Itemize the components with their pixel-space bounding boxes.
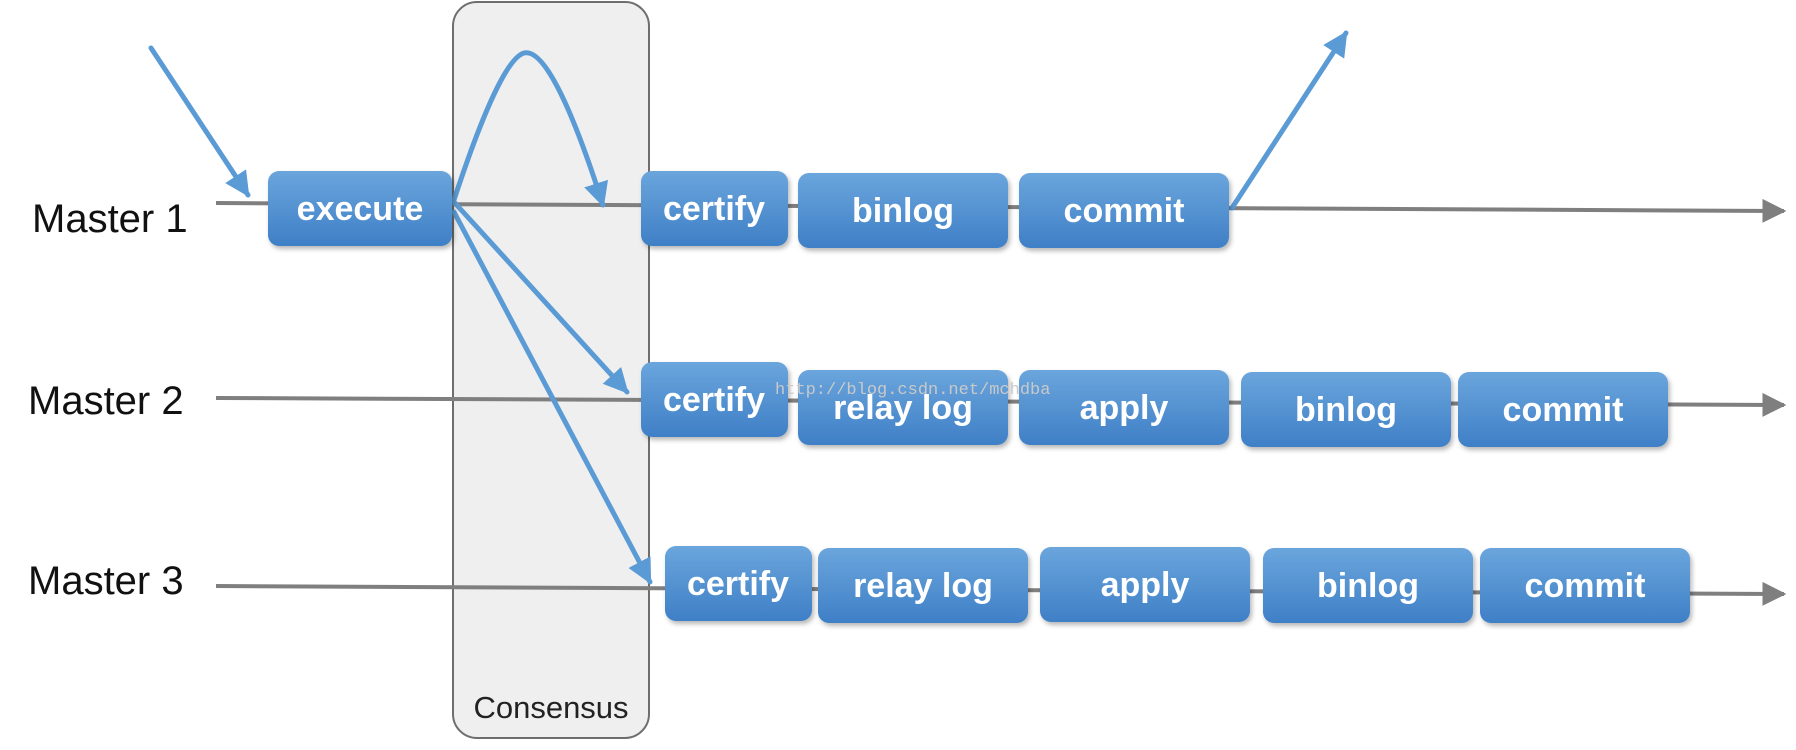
stage-m3-relay-log: relay log: [818, 548, 1028, 623]
stage-execute-label: execute: [297, 190, 424, 228]
stage-m2-binlog-label: binlog: [1295, 391, 1397, 429]
stage-m1-commit: commit: [1019, 173, 1229, 248]
stage-m2-commit-label: commit: [1503, 391, 1624, 429]
stage-m1-commit-label: commit: [1064, 192, 1185, 230]
master-3-label: Master 3: [28, 559, 184, 603]
stage-m3-apply: apply: [1040, 547, 1250, 622]
stage-m3-commit-label: commit: [1525, 567, 1646, 605]
stage-m2-relay-log: relay log: [798, 370, 1008, 445]
commit-ack-arrow: [1229, 30, 1349, 211]
consensus-loopback-arrow: [451, 50, 609, 208]
stage-m3-certify: certify: [665, 546, 812, 621]
stage-m3-apply-label: apply: [1101, 566, 1190, 604]
consensus-label: Consensus: [473, 690, 628, 725]
stage-m2-certify-label: certify: [663, 381, 765, 419]
stage-m2-apply-label: apply: [1080, 389, 1169, 427]
stage-m1-binlog-label: binlog: [852, 192, 954, 230]
stage-m1-certify-label: certify: [663, 190, 765, 228]
watermark-text: http://blog.csdn.net/mchdba: [775, 381, 1050, 400]
stage-m2-apply: apply: [1019, 370, 1229, 445]
master-1-label: Master 1: [32, 197, 188, 241]
incoming-transaction-arrow: [148, 45, 251, 198]
master-2-label: Master 2: [28, 379, 184, 423]
stage-m3-binlog: binlog: [1263, 548, 1473, 623]
stage-m3-relay-log-label: relay log: [853, 567, 993, 605]
stage-m2-relay-log-label: relay log: [833, 389, 973, 427]
stage-m1-certify: certify: [641, 171, 788, 246]
master-2-stages: certify relay log apply binlog commit: [641, 362, 1668, 447]
stage-m3-certify-label: certify: [687, 565, 789, 603]
broadcast-arrow-master-2: [451, 199, 630, 395]
stage-execute: execute: [268, 171, 452, 246]
broadcast-arrow-master-3: [451, 209, 653, 585]
master-1-stages: execute certify binlog commit: [268, 171, 1229, 248]
master-3-stages: certify relay log apply binlog commit: [665, 546, 1690, 623]
stage-m3-commit: commit: [1480, 548, 1690, 623]
stage-m2-binlog: binlog: [1241, 372, 1451, 447]
stage-m2-certify: certify: [641, 362, 788, 437]
consensus-region: Consensus: [452, 1, 650, 739]
stage-m3-binlog-label: binlog: [1317, 567, 1419, 605]
stage-m2-commit: commit: [1458, 372, 1668, 447]
flow-arrows: [148, 30, 1349, 585]
stage-m1-binlog: binlog: [798, 173, 1008, 248]
